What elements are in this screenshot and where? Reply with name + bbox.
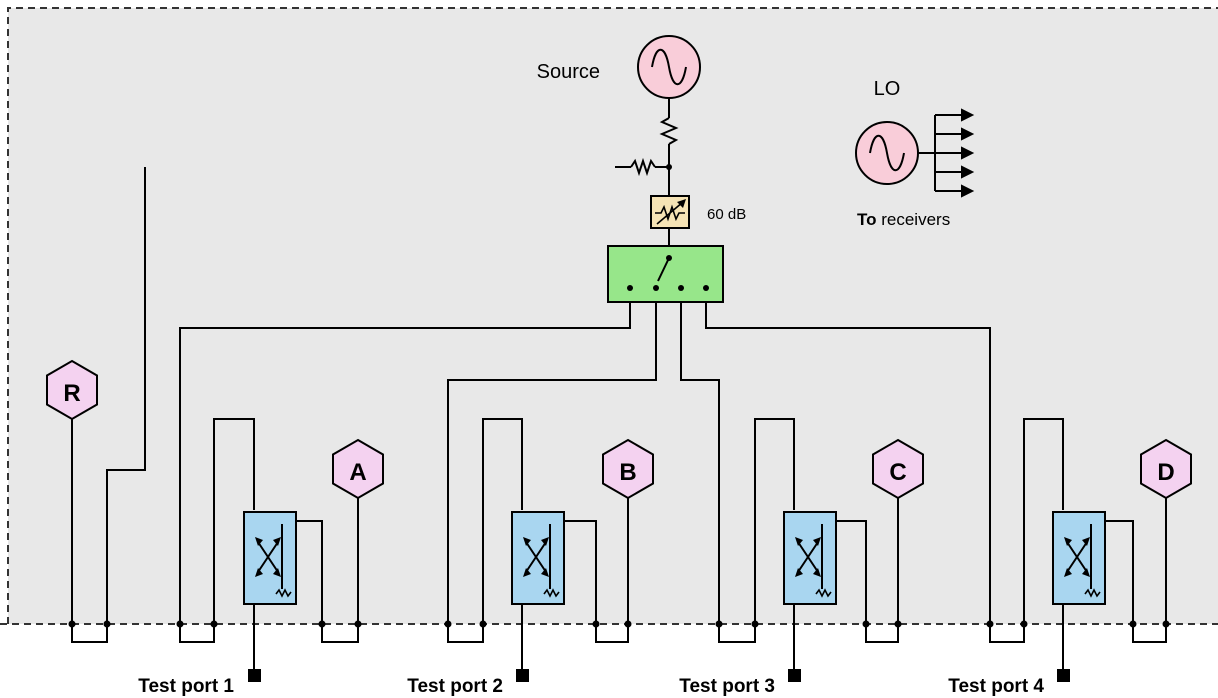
lo-oscillator-icon: [855, 115, 936, 191]
source-label: Source: [537, 61, 600, 83]
panel-border: [7, 7, 1218, 624]
coupler-1-icon: [243, 511, 297, 605]
test-port-1-label: Test port 1: [138, 676, 234, 697]
test-port-2-label: Test port 2: [407, 676, 503, 697]
test-port-3-connector-icon: [788, 669, 801, 682]
junction-dots: [68, 164, 1170, 628]
lo-label: LO: [874, 78, 901, 100]
lo-caption-rest: receivers: [877, 210, 951, 229]
switch-icon: [607, 245, 724, 303]
attenuator-label: 60 dB: [707, 206, 746, 223]
receiver-b-label: B: [619, 459, 636, 486]
receiver-d: D: [1140, 438, 1192, 500]
wiring: [71, 98, 1167, 675]
receiver-r: R: [46, 359, 98, 421]
receiver-a: A: [332, 438, 384, 500]
coupler-3-icon: [783, 511, 837, 605]
coupler-2-icon: [511, 511, 565, 605]
receiver-a-label: A: [349, 459, 366, 486]
lo-distribution-arrows: [935, 108, 975, 198]
receiver-r-label: R: [63, 380, 80, 407]
test-port-4-connector-icon: [1057, 669, 1070, 682]
test-port-3-label: Test port 3: [679, 676, 775, 697]
test-port-1-connector-icon: [248, 669, 261, 682]
instrument-panel: [8, 8, 1218, 624]
test-port-4-label: Test port 4: [948, 676, 1044, 697]
coupler-4-icon: [1052, 511, 1106, 605]
lo-caption: To receivers: [857, 210, 950, 229]
receiver-d-label: D: [1157, 459, 1174, 486]
source-oscillator-icon: [637, 35, 701, 99]
test-port-2-connector-icon: [516, 669, 529, 682]
attenuator-icon: [650, 195, 690, 229]
receiver-c-label: C: [889, 459, 906, 486]
lo-caption-bold: To: [857, 210, 877, 229]
receiver-b: B: [602, 438, 654, 500]
receiver-c: C: [872, 438, 924, 500]
